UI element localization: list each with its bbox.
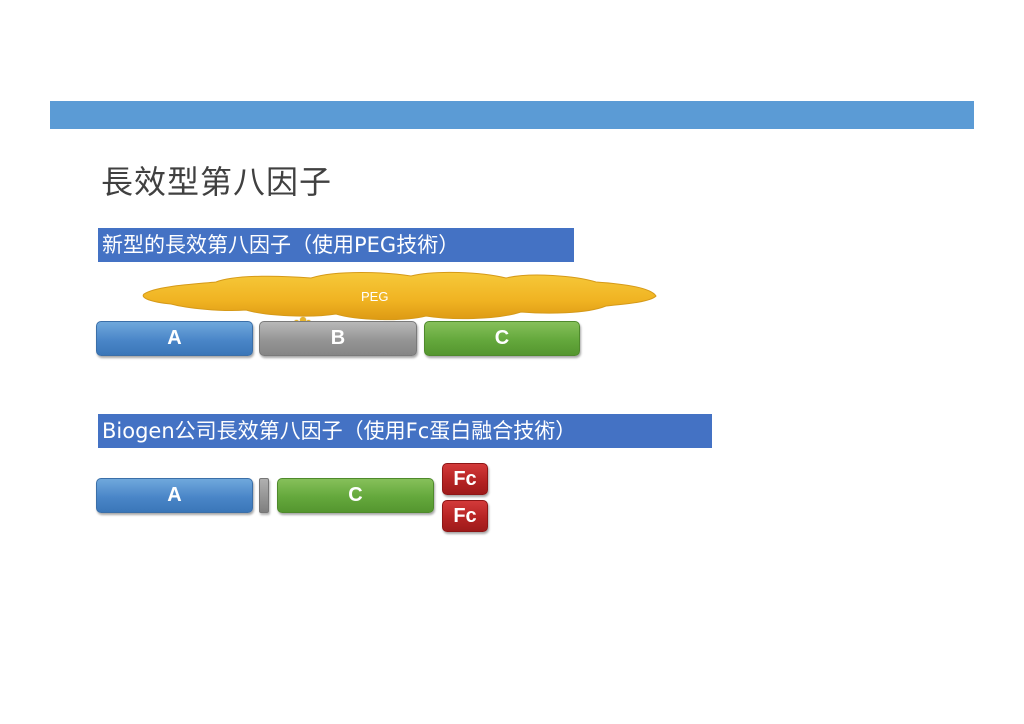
peg-cloud-shape (142, 271, 657, 321)
fc-domain-top: Fc (442, 463, 488, 495)
domain-b: B (259, 321, 417, 356)
domain-a: A (96, 478, 253, 513)
slide-title: 長效型第八因子 (101, 163, 333, 201)
domain-a: A (96, 321, 253, 356)
peg-label: PEG (361, 289, 389, 304)
section-label-peg: 新型的長效第八因子（使用PEG技術） (98, 228, 574, 262)
domain-c: C (277, 478, 434, 513)
peg-attachment-bead (300, 317, 306, 323)
header-bar (50, 101, 974, 129)
linker-segment (259, 478, 269, 513)
section-label-fc: Biogen公司長效第八因子（使用Fc蛋白融合技術） (98, 414, 712, 448)
fc-domain-bottom: Fc (442, 500, 488, 532)
domain-c: C (424, 321, 580, 356)
